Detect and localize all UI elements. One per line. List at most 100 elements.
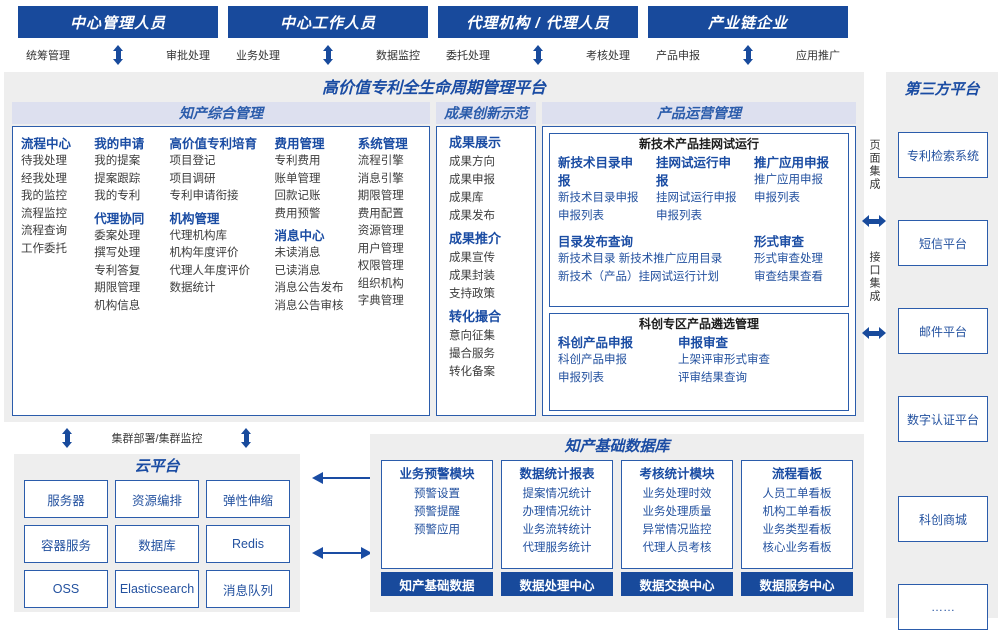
col-head-2-1[interactable]: 机构管理 (169, 211, 220, 226)
cloud-cell-1[interactable]: 资源编排 (115, 480, 199, 518)
third-party-item-3[interactable]: 数字认证平台 (898, 396, 988, 442)
menu-item-3-1-1[interactable]: 已读消息 (274, 264, 321, 277)
zone-head-1[interactable]: 申报审查 (678, 336, 729, 350)
menu-item-2-1-1[interactable]: 机构年度评价 (169, 247, 239, 259)
db-item-3-3[interactable]: 核心业务看板 (762, 542, 832, 554)
db-column-head-1[interactable]: 数据统计报表 (519, 467, 595, 481)
menu-item-0-0-3[interactable]: 流程监控 (21, 207, 67, 220)
group-b-head-0[interactable]: 成果展示 (449, 135, 502, 150)
third-party-item-0[interactable]: 专利检索系统 (898, 132, 988, 178)
menu-item-3-0-0[interactable]: 专利费用 (274, 155, 321, 167)
trial-row2-item-1-0[interactable]: 形式审查处理 (754, 253, 823, 265)
menu-item-4-0-1[interactable]: 消息引擎 (357, 172, 404, 185)
third-party-item-4[interactable]: 科创商城 (898, 496, 988, 542)
menu-item-2-0-2[interactable]: 专利申请衔接 (169, 190, 239, 202)
group-b-item-0-2[interactable]: 成果库 (449, 192, 484, 204)
group-b-item-1-1[interactable]: 成果封装 (449, 270, 495, 282)
col-head-1-0[interactable]: 我的申请 (94, 137, 145, 151)
menu-item-4-0-8[interactable]: 字典管理 (357, 295, 404, 307)
menu-item-3-0-3[interactable]: 费用预警 (274, 207, 321, 220)
menu-item-2-1-2[interactable]: 代理人年度评价 (169, 264, 251, 277)
menu-item-2-1-3[interactable]: 数据统计 (169, 282, 216, 294)
db-item-1-1[interactable]: 办理情况统计 (522, 506, 592, 518)
col-head-3-1[interactable]: 消息中心 (274, 229, 325, 243)
group-b-item-2-2[interactable]: 转化备案 (449, 366, 495, 378)
group-b-item-2-0[interactable]: 意向征集 (449, 330, 495, 342)
menu-item-0-0-0[interactable]: 待我处理 (21, 155, 67, 167)
role-box-0[interactable]: 中心管理人员 (18, 6, 218, 38)
trial-row1-head-0[interactable]: 新技术目录申报 (558, 156, 634, 188)
db-item-1-2[interactable]: 业务流转统计 (522, 524, 592, 536)
trial-row1-item-1-1[interactable]: 申报列表 (656, 209, 702, 222)
trial-row2-head-0[interactable]: 目录发布查询 (558, 235, 634, 249)
cloud-cell-8[interactable]: 消息队列 (206, 570, 290, 608)
cloud-cell-0[interactable]: 服务器 (24, 480, 108, 518)
menu-item-1-0-1[interactable]: 提案跟踪 (94, 172, 141, 185)
group-b-head-1[interactable]: 成果推介 (449, 231, 502, 246)
db-item-3-1[interactable]: 机构工单看板 (762, 506, 832, 518)
group-b-item-1-0[interactable]: 成果宣传 (449, 252, 495, 264)
db-item-3-0[interactable]: 人员工单看板 (762, 488, 832, 500)
group-b-item-2-1[interactable]: 撮合服务 (449, 348, 495, 360)
trial-row2-item-1-1[interactable]: 审查结果查看 (754, 270, 823, 283)
db-item-2-3[interactable]: 代理人员考核 (642, 542, 712, 554)
db-item-0-2[interactable]: 预警应用 (414, 524, 460, 536)
menu-item-4-0-4[interactable]: 资源管理 (357, 225, 404, 237)
trial-row1-item-1-0[interactable]: 挂网试运行申报 (656, 192, 737, 204)
db-item-2-2[interactable]: 异常情况监控 (642, 524, 712, 536)
group-b-item-0-1[interactable]: 成果申报 (449, 174, 495, 186)
db-footer-1[interactable]: 数据处理中心 (501, 572, 613, 596)
menu-item-1-0-2[interactable]: 我的专利 (94, 190, 141, 202)
menu-item-4-0-6[interactable]: 权限管理 (357, 260, 404, 272)
trial-row1-item-0-0[interactable]: 新技术目录申报 (558, 192, 639, 204)
role-box-2[interactable]: 代理机构 / 代理人员 (438, 6, 638, 38)
col-head-3-0[interactable]: 费用管理 (274, 137, 325, 151)
third-party-item-5[interactable]: …… (898, 584, 988, 630)
db-item-0-0[interactable]: 预警设置 (414, 488, 460, 500)
third-party-item-1[interactable]: 短信平台 (898, 220, 988, 266)
menu-item-0-0-5[interactable]: 工作委托 (21, 242, 67, 255)
third-party-item-2[interactable]: 邮件平台 (898, 308, 988, 354)
menu-item-2-0-1[interactable]: 项目调研 (169, 172, 216, 185)
db-item-0-1[interactable]: 预警提醒 (414, 506, 460, 518)
menu-item-1-1-3[interactable]: 期限管理 (94, 282, 141, 294)
trial-row2-head-1[interactable]: 形式审查 (754, 235, 805, 249)
menu-item-2-0-0[interactable]: 项目登记 (169, 155, 216, 167)
group-b-item-1-2[interactable]: 支持政策 (449, 288, 495, 300)
col-head-2-0[interactable]: 高价值专利培育 (169, 137, 258, 151)
db-footer-3[interactable]: 数据服务中心 (741, 572, 853, 596)
trial-row1-head-2[interactable]: 推广应用申报 (754, 156, 830, 170)
db-column-head-2[interactable]: 考核统计模块 (639, 467, 715, 481)
zone-head-0[interactable]: 科创产品申报 (558, 336, 634, 350)
menu-item-2-1-0[interactable]: 代理机构库 (169, 229, 228, 242)
menu-item-3-1-3[interactable]: 消息公告审核 (274, 299, 344, 312)
zone-item-1-1[interactable]: 评审结果查询 (678, 371, 747, 384)
group-b-item-0-3[interactable]: 成果发布 (449, 210, 495, 222)
cloud-cell-7[interactable]: Elasticsearch (115, 570, 199, 608)
trial-row1-item-2-1[interactable]: 申报列表 (754, 191, 800, 204)
menu-item-3-1-0[interactable]: 未读消息 (274, 247, 321, 259)
group-b-head-2[interactable]: 转化撮合 (449, 309, 502, 324)
db-item-1-0[interactable]: 提案情况统计 (522, 488, 592, 500)
cloud-cell-2[interactable]: 弹性伸缩 (206, 480, 290, 518)
db-footer-2[interactable]: 数据交换中心 (621, 572, 733, 596)
menu-item-3-0-2[interactable]: 回款记账 (274, 190, 321, 202)
menu-item-4-0-3[interactable]: 费用配置 (357, 207, 404, 220)
menu-item-1-0-0[interactable]: 我的提案 (94, 155, 141, 167)
menu-item-1-1-0[interactable]: 委案处理 (94, 229, 141, 242)
menu-item-3-1-2[interactable]: 消息公告发布 (274, 282, 344, 294)
menu-item-1-1-4[interactable]: 机构信息 (94, 299, 141, 312)
cloud-cell-3[interactable]: 容器服务 (24, 525, 108, 563)
menu-item-4-0-7[interactable]: 组织机构 (357, 277, 404, 290)
cloud-cell-4[interactable]: 数据库 (115, 525, 199, 563)
menu-item-4-0-5[interactable]: 用户管理 (357, 242, 404, 255)
menu-item-0-0-2[interactable]: 我的监控 (21, 190, 67, 202)
db-column-head-3[interactable]: 流程看板 (771, 467, 822, 481)
menu-item-4-0-2[interactable]: 期限管理 (357, 190, 404, 202)
menu-item-3-0-1[interactable]: 账单管理 (274, 172, 321, 185)
zone-item-0-1[interactable]: 申报列表 (558, 371, 604, 384)
trial-row1-item-2-0[interactable]: 推广应用申报 (754, 174, 823, 186)
zone-item-1-0[interactable]: 上架评审形式审查 (678, 354, 770, 366)
db-item-2-0[interactable]: 业务处理时效 (642, 488, 712, 500)
db-column-head-0[interactable]: 业务预警模块 (399, 467, 475, 481)
